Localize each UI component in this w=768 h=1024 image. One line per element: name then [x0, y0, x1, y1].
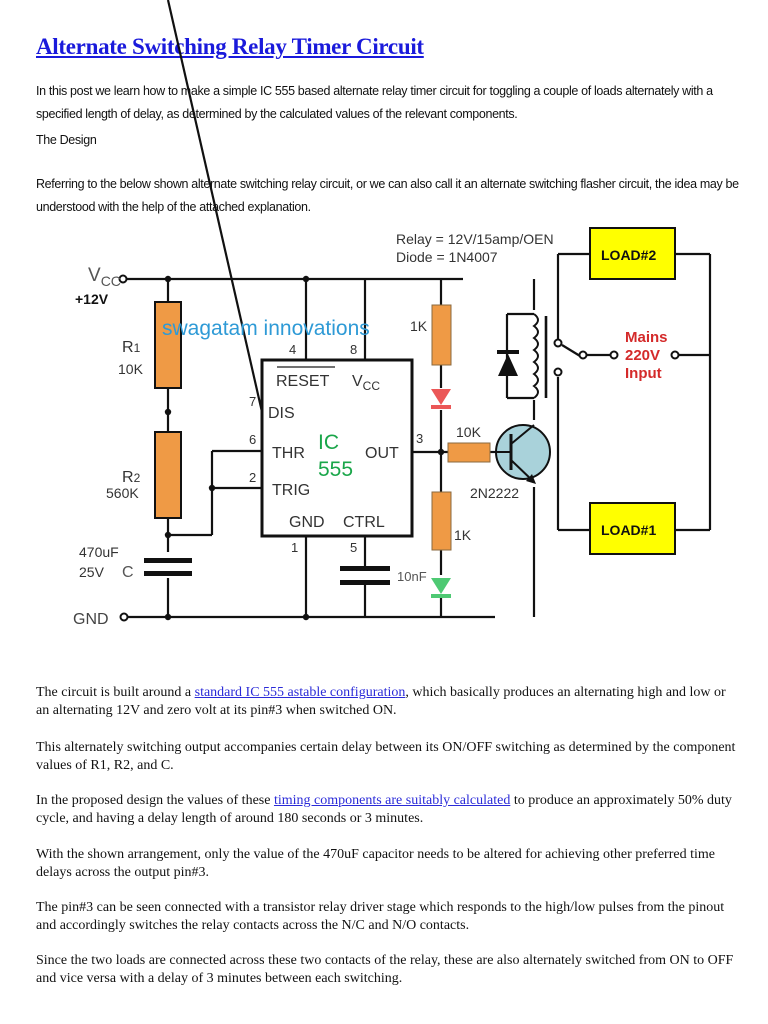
transistor-label: 2N2222 [470, 485, 519, 501]
cap-value: 470uF [79, 544, 119, 560]
diode-spec: Diode = 1N4007 [396, 249, 498, 265]
link-astable-configuration[interactable]: standard IC 555 astable configuration [194, 685, 406, 700]
ic-pin-gnd: GND [289, 514, 325, 531]
paragraph-1: The circuit is built around a standard I… [36, 685, 726, 718]
led-resistor-top-value: 1K [410, 318, 428, 334]
resistor-led-bottom [431, 491, 452, 551]
resistor-base [447, 442, 491, 463]
relay-contacts [118, 274, 680, 622]
resistors [154, 301, 491, 551]
load2-label: LOAD#2 [601, 247, 656, 263]
paragraph-5: The pin#3 can be seen connected with a t… [36, 900, 725, 933]
led-red-icon [431, 389, 451, 409]
paragraph-2: This alternately switching output accomp… [36, 740, 736, 773]
load1-box [589, 502, 676, 555]
r2-label: R2 [122, 469, 141, 486]
ic-555-body [260, 358, 414, 538]
load2-box [589, 227, 676, 280]
paragraph-3: In the proposed design the values of the… [36, 793, 732, 826]
watermark: swagatam innovations [162, 317, 370, 340]
ic-label-2: 555 [318, 458, 353, 481]
ic-pin-dis: DIS [268, 405, 295, 422]
pin-1: 1 [291, 540, 298, 555]
capacitors [144, 558, 390, 585]
r1-value: 10K [118, 361, 144, 377]
r2-value: 560K [106, 485, 139, 501]
base-resistor-value: 10K [456, 424, 482, 440]
transistor-icon [495, 424, 551, 484]
led-green-icon [431, 578, 451, 598]
mains-label-2: 220V [625, 347, 660, 364]
pin-8: 8 [350, 342, 357, 357]
pin-5: 5 [350, 540, 357, 555]
ctrl-cap-value: 10nF [397, 569, 427, 584]
ic-pin-reset: RESET [276, 373, 330, 390]
resistor-led-top [431, 304, 452, 366]
mains-label-3: Input [625, 365, 662, 382]
link-timing-components[interactable]: timing components are suitably calculate… [273, 793, 511, 808]
r1-label: R1 [122, 339, 141, 356]
cap-name: C [122, 564, 134, 581]
resistor-r1 [154, 301, 182, 389]
pin-4: 4 [289, 342, 296, 357]
intro-paragraph: In this post we learn how to make a simp… [36, 84, 713, 121]
ic-pin-out: OUT [365, 445, 399, 462]
relay-spec: Relay = 12V/15amp/OEN [396, 231, 554, 247]
ic-label-1: IC [318, 431, 339, 454]
pin-3: 3 [416, 431, 423, 446]
led-resistor-bottom-value: 1K [454, 527, 472, 543]
relay-coil-icon [532, 313, 539, 399]
vcc-label: VCC [88, 265, 121, 289]
pin-6: 6 [249, 432, 256, 447]
load1-label: LOAD#1 [601, 522, 656, 538]
gnd-label: GND [73, 611, 109, 628]
ic-pin-vcc: VCC [352, 373, 380, 393]
pin-2: 2 [249, 470, 256, 485]
ic-pin-trig: TRIG [272, 482, 310, 499]
paragraph-4: With the shown arrangement, only the val… [36, 847, 715, 880]
diode-icon [497, 350, 519, 376]
resistor-r2 [154, 431, 182, 519]
cap-voltage: 25V [79, 564, 105, 580]
article-title[interactable]: Alternate Switching Relay Timer Circuit [36, 34, 424, 59]
supply-label: +12V [75, 291, 109, 307]
ic-pin-ctrl: CTRL [343, 514, 385, 531]
section-heading: The Design [36, 133, 97, 147]
ic-pin-thr: THR [272, 445, 305, 462]
pin-7: 7 [249, 394, 256, 409]
paragraph-6: Since the two loads are connected across… [36, 953, 734, 986]
junction-dots [164, 275, 445, 621]
mains-label-1: Mains [625, 329, 668, 346]
